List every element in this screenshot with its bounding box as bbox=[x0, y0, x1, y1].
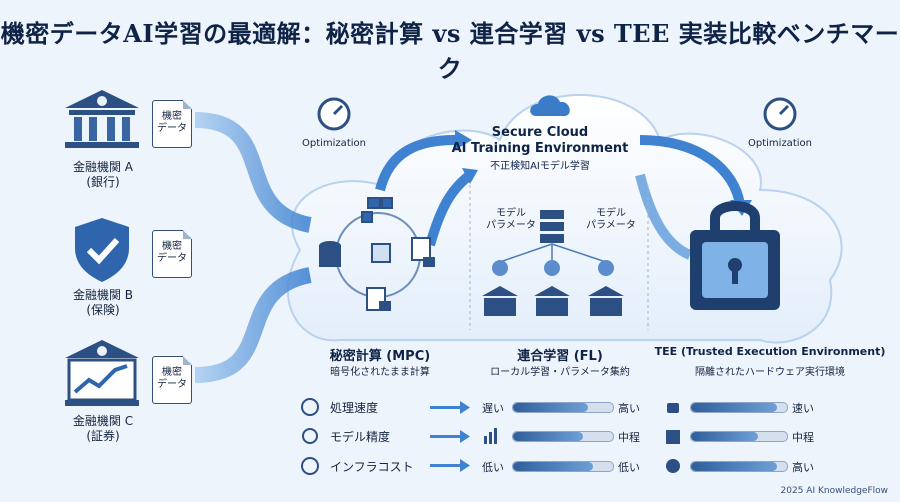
institution-c-label: 金融機関 C (証券) bbox=[48, 414, 158, 444]
fl-cost-bar bbox=[512, 461, 614, 472]
tee-cost-bar bbox=[690, 461, 788, 472]
institution-type: (保険) bbox=[86, 303, 120, 317]
optimization-label: Optimization bbox=[748, 138, 812, 149]
tee-metric-icons bbox=[666, 403, 680, 473]
fl-speed-value: 高い bbox=[618, 402, 640, 415]
cloud-title-line1: Secure Cloud bbox=[491, 125, 589, 140]
bank-icon bbox=[65, 90, 139, 148]
tee-speed-value: 速い bbox=[792, 402, 814, 415]
mpc-cluster bbox=[319, 197, 435, 311]
mpc-speed-value: 遅い bbox=[482, 402, 504, 415]
gauge-icon bbox=[317, 97, 351, 131]
flow-right bbox=[639, 135, 745, 206]
fl-banks bbox=[482, 286, 624, 316]
metric-icons bbox=[301, 398, 319, 475]
metric-accuracy-label: モデル精度 bbox=[330, 430, 391, 444]
fl-server-icon bbox=[540, 210, 564, 243]
fl-speed-bar bbox=[512, 402, 614, 413]
institution-b-label: 金融機関 B (保険) bbox=[48, 288, 158, 318]
tee-accuracy-bar bbox=[690, 431, 788, 442]
gauge-icon bbox=[763, 97, 797, 131]
data-document-icon: 機密 データ bbox=[152, 230, 192, 278]
fl-gears bbox=[492, 260, 614, 276]
fl-subtitle: ローカル学習・パラメータ集約 bbox=[490, 367, 630, 378]
chart-icon bbox=[484, 428, 497, 444]
flow-c bbox=[194, 267, 312, 383]
flow-up-left bbox=[375, 135, 456, 192]
mpc-title: 秘密計算 (MPC) bbox=[329, 349, 431, 364]
tee-speed-bar bbox=[690, 402, 788, 413]
institution-a-label: 金融機関 A (銀行) bbox=[48, 160, 158, 190]
tee-subtitle: 隔離されたハードウェア実行環境 bbox=[695, 367, 845, 378]
tee-title: TEE (Trusted Execution Environment) bbox=[654, 345, 886, 358]
row-arrows bbox=[430, 401, 470, 472]
model-params-label: モデル パラメータ bbox=[586, 208, 636, 231]
institution-type: (証券) bbox=[86, 429, 120, 443]
bank-chart-icon bbox=[65, 340, 139, 406]
shield-icon bbox=[75, 218, 129, 282]
institution-name: 金融機関 A bbox=[72, 160, 134, 174]
data-document-icon: 機密 データ bbox=[152, 100, 192, 148]
fl-accuracy-bar bbox=[512, 431, 614, 442]
metric-cost-label: インフラコスト bbox=[330, 460, 414, 474]
metric-speed-label: 処理速度 bbox=[330, 401, 379, 415]
institution-type: (銀行) bbox=[86, 175, 120, 189]
mpc-cost-value: 低い bbox=[482, 461, 504, 474]
tee-accuracy-value: 中程 bbox=[792, 431, 814, 444]
fl-connections bbox=[499, 243, 607, 263]
model-params-label: モデル パラメータ bbox=[486, 208, 536, 231]
flow-up-mid bbox=[425, 171, 474, 247]
page-title: 機密データAI学習の最適解：秘密計算 vs 連合学習 vs TEE 実装比較ベン… bbox=[0, 19, 900, 83]
flow-down-right bbox=[635, 173, 693, 260]
tee-cost-value: 高い bbox=[792, 461, 814, 474]
optimization-label: Optimization bbox=[302, 138, 366, 149]
footer-credit: 2025 AI KnowledgeFlow bbox=[780, 486, 888, 496]
tee-lock-icon bbox=[690, 201, 780, 310]
mpc-subtitle: 暗号化されたまま計算 bbox=[330, 367, 430, 378]
cloud-title: Secure Cloud AI Training Environment bbox=[440, 125, 640, 157]
fl-accuracy-value: 中程 bbox=[618, 431, 640, 444]
cloud-icon bbox=[530, 95, 570, 116]
cloud-title-line2: AI Training Environment bbox=[451, 141, 629, 156]
institution-name: 金融機関 C bbox=[72, 414, 134, 428]
cloud-subtitle: 不正検知AIモデル学習 bbox=[490, 161, 590, 172]
institution-name: 金融機関 B bbox=[72, 288, 134, 302]
fl-title: 連合学習 (FL) bbox=[517, 349, 603, 364]
fl-cost-value: 低い bbox=[618, 461, 640, 474]
flow-a bbox=[194, 112, 312, 233]
data-document-icon: 機密 データ bbox=[152, 356, 192, 404]
